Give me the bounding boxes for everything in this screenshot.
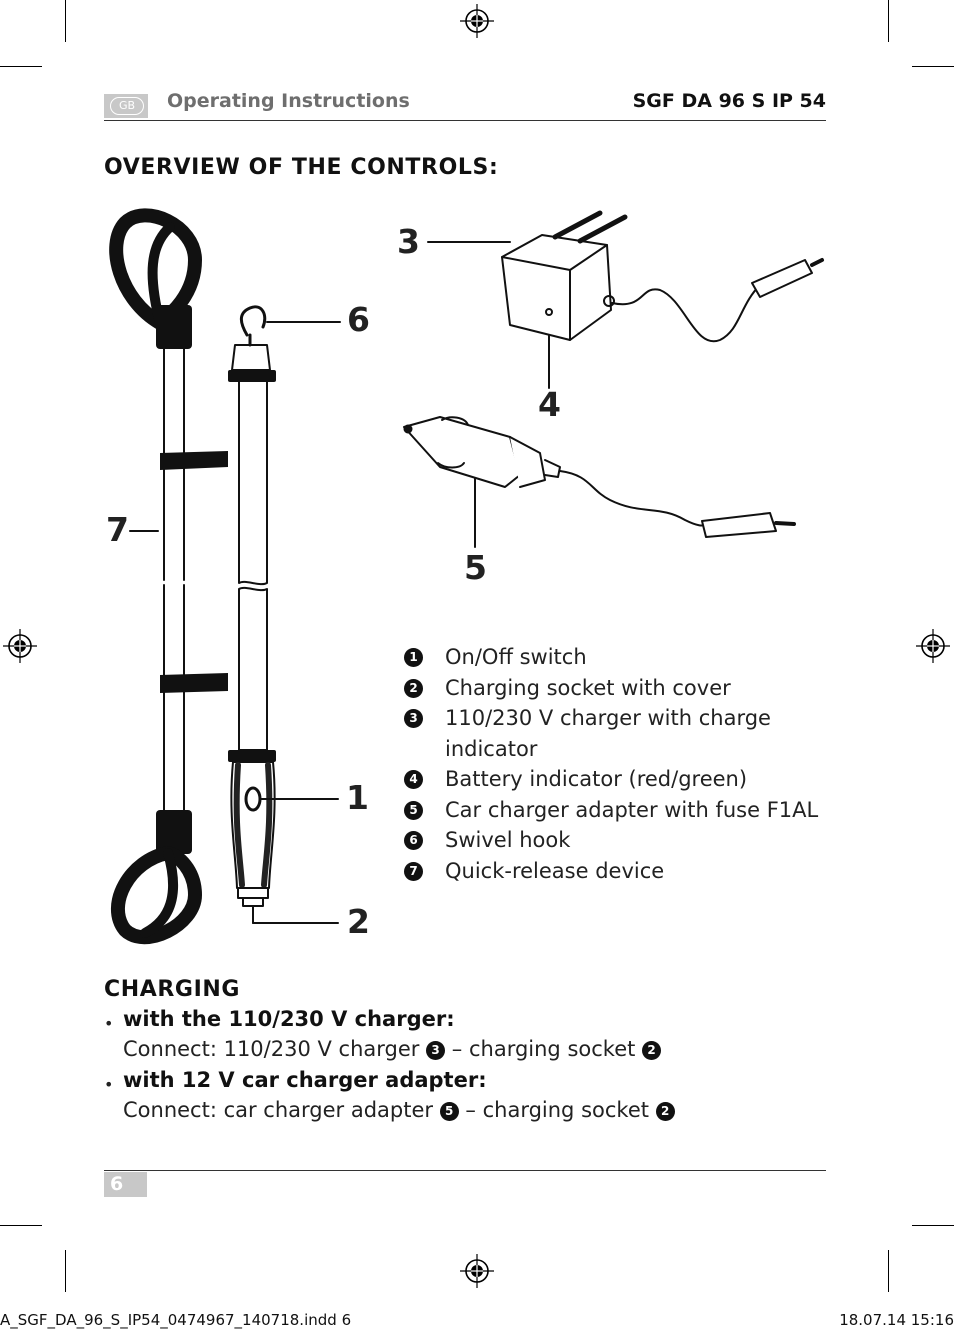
strap-bracket-top	[160, 451, 228, 470]
page-number: 6	[104, 1172, 147, 1197]
car-adapter-body	[403, 416, 521, 488]
callout-6: 6	[347, 300, 370, 339]
header-rule	[104, 120, 826, 121]
header-section-title: Operating Instructions	[167, 90, 410, 112]
crop-mark	[0, 66, 42, 67]
strap-clasp	[156, 305, 192, 349]
header-model-name: SGF DA 96 S IP 54	[632, 90, 826, 112]
strap-bracket-bottom	[160, 673, 228, 693]
mains-charger-body	[501, 234, 612, 341]
registration-mark-icon	[3, 629, 37, 663]
crop-mark	[65, 1250, 66, 1292]
callout-5: 5	[464, 548, 487, 587]
print-slug-date: 18.07.14 15:16	[839, 1311, 954, 1329]
legend-item-continuation: indicator	[445, 736, 538, 761]
product-illustration	[109, 208, 824, 945]
charging-step-text: Connect: car charger adapter 5 – chargin…	[123, 1098, 675, 1122]
registration-mark-icon	[916, 629, 950, 663]
crop-mark	[888, 1250, 889, 1292]
ref-number: 5	[439, 1102, 459, 1121]
ref-number: 2	[642, 1041, 662, 1060]
charge-indicator-icon	[545, 308, 553, 316]
registration-mark-icon	[460, 1254, 494, 1288]
charging-socket-cap	[242, 897, 264, 907]
callout-1: 1	[346, 778, 369, 817]
bullet-mark: •	[104, 1075, 114, 1094]
crop-mark	[912, 1225, 954, 1226]
charging-step-title: with the 110/230 V charger:	[123, 1007, 455, 1031]
charging-step-title: with 12 V car charger adapter:	[123, 1068, 487, 1092]
legend-number: 7	[404, 861, 423, 881]
legend-number: 5	[404, 800, 423, 820]
language-badge: GB	[104, 94, 148, 118]
charging-title: CHARGING	[104, 977, 241, 1002]
crop-mark	[0, 1225, 42, 1226]
legend-number: 1	[404, 648, 423, 667]
car-adapter-plug	[701, 512, 777, 538]
legend-number: 4	[404, 770, 423, 789]
crop-mark	[912, 66, 954, 67]
lamp-cap	[231, 344, 271, 371]
legend-number: 6	[404, 831, 423, 850]
charging-step-text: Connect: 110/230 V charger 3 – charging …	[123, 1037, 662, 1061]
strap-bottom-loop	[110, 846, 202, 945]
car-adapter-cable	[559, 470, 711, 527]
legend-number: 2	[404, 678, 423, 698]
ref-number: 2	[655, 1102, 675, 1121]
lamp-tube	[238, 381, 268, 586]
crop-mark	[65, 0, 66, 42]
mains-charger-cable	[611, 284, 761, 343]
legend-number: 3	[404, 709, 423, 728]
callout-2: 2	[347, 902, 370, 941]
ref-number: 3	[426, 1041, 446, 1060]
footer-rule	[104, 1170, 826, 1171]
bullet-mark: •	[104, 1014, 114, 1033]
registration-mark-icon	[460, 4, 494, 38]
callout-7: 7	[106, 510, 129, 549]
mains-charger-plug	[751, 259, 813, 298]
crop-mark	[888, 0, 889, 42]
overview-title: OVERVIEW OF THE CONTROLS:	[104, 155, 499, 180]
print-slug-file: A_SGF_DA_96_S_IP54_0474967_140718.indd 6	[0, 1311, 352, 1329]
swivel-hook-icon	[239, 305, 267, 337]
strap-top-loop	[109, 208, 202, 330]
on-off-switch-icon	[244, 786, 262, 812]
callout-4: 4	[538, 385, 561, 424]
callout-3: 3	[397, 222, 420, 261]
strap-clasp-lower	[156, 810, 192, 854]
